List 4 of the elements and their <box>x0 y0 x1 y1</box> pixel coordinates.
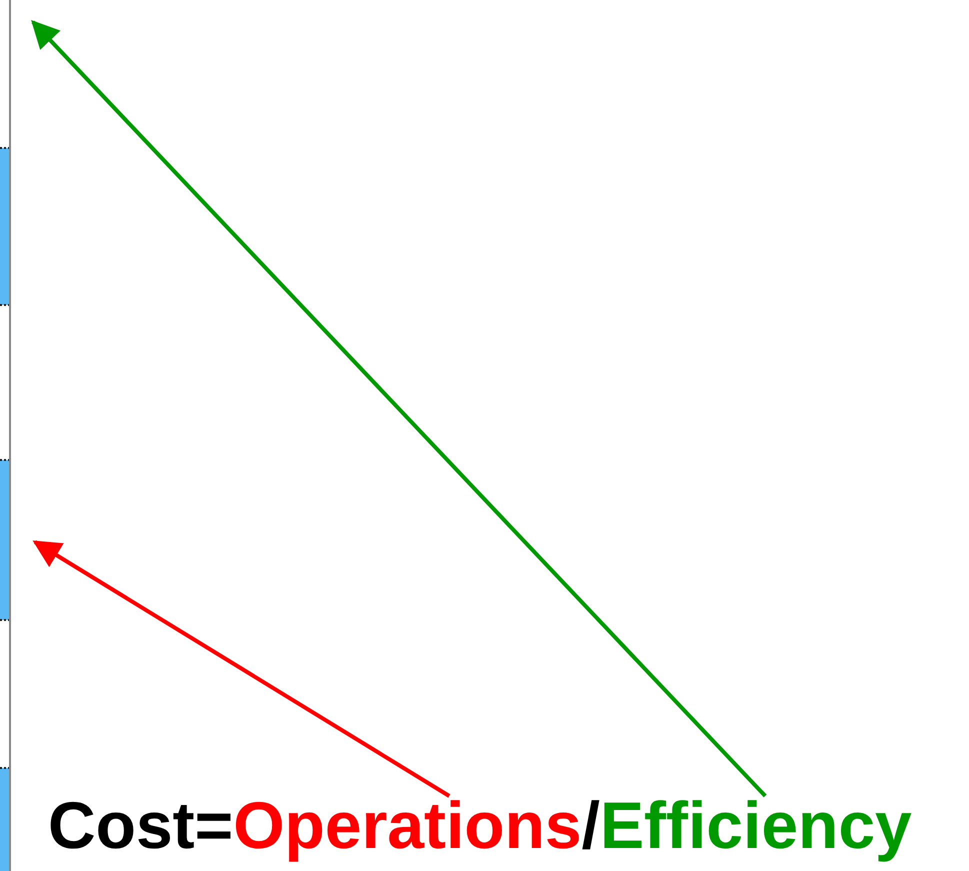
arrow <box>31 20 767 798</box>
arrow <box>32 540 450 798</box>
formula-text: / <box>582 792 600 858</box>
formula-text: Cost= <box>48 792 234 858</box>
